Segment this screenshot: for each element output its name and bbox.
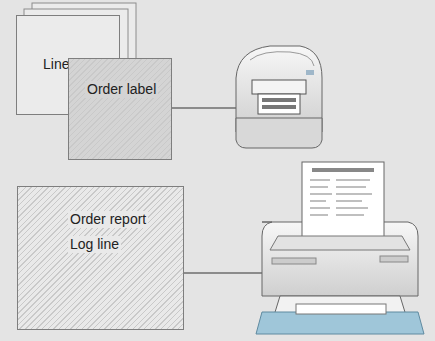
- cable: [184, 273, 262, 274]
- cable: [172, 108, 236, 109]
- label-text: Log line: [68, 236, 121, 253]
- label-card: Order reportLog line: [17, 186, 184, 330]
- laser-printer: [256, 162, 424, 334]
- label-text: Order report: [68, 211, 148, 228]
- label-card: Order label: [68, 58, 172, 160]
- label-text: Order label: [85, 81, 158, 98]
- label-printer: [236, 46, 322, 148]
